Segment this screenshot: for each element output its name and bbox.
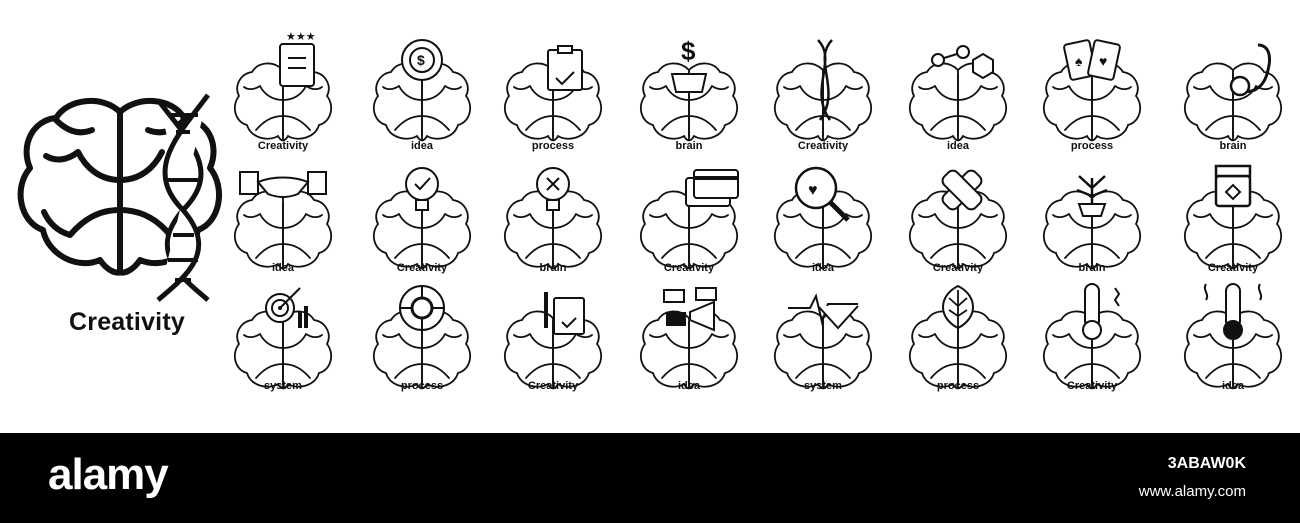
icon-cell: $ idea bbox=[357, 30, 487, 152]
icon-cell: Creativity bbox=[893, 158, 1023, 276]
hero-title: Creativity bbox=[69, 308, 185, 336]
icon-label: process bbox=[400, 380, 444, 392]
svg-text:$: $ bbox=[681, 36, 696, 66]
icon-cell: Creativity bbox=[488, 278, 618, 396]
icon-cell: process bbox=[357, 278, 487, 396]
icon-label: system bbox=[264, 380, 302, 392]
icon-label: idea bbox=[946, 140, 969, 152]
brain-thermometer-heat-icon bbox=[1183, 283, 1283, 390]
icon-label: idea bbox=[1221, 380, 1244, 392]
icon-label: Creativity bbox=[932, 262, 984, 274]
icon-label: process bbox=[936, 380, 980, 392]
icon-cell: ♥ idea bbox=[758, 158, 888, 276]
brain-leaf-sprout-icon bbox=[908, 284, 1008, 390]
brain-checklist-stars-icon: ★★★ bbox=[233, 31, 333, 142]
icon-label: brain bbox=[675, 140, 703, 152]
icon-label: Creativity bbox=[1066, 380, 1118, 392]
icon-cell: process bbox=[488, 30, 618, 152]
brain-megaphone-media-icon bbox=[639, 287, 739, 390]
brain-money-plant-icon: $ bbox=[639, 36, 739, 142]
alamy-logo: alamy bbox=[48, 450, 169, 499]
brain-gear-cycle-icon bbox=[372, 285, 472, 390]
icon-cell: Creativity bbox=[357, 158, 487, 276]
icon-label: brain bbox=[1078, 262, 1106, 274]
brain-playing-cards-icon: ♠♥ bbox=[1042, 39, 1142, 142]
icon-label: Creativity bbox=[527, 380, 579, 392]
icon-label: process bbox=[1070, 140, 1114, 152]
site-url: www.alamy.com bbox=[1138, 483, 1246, 500]
icon-label: Creativity bbox=[257, 140, 309, 152]
footer-bar: alamy 3ABAW0K www.alamy.com bbox=[0, 433, 1300, 523]
icon-cell: Creativity bbox=[758, 30, 888, 152]
svg-text:$: $ bbox=[417, 52, 425, 68]
brain-bulb-check-icon bbox=[372, 167, 472, 270]
svg-text:★★★: ★★★ bbox=[286, 31, 316, 43]
brain-cannabis-plant-icon bbox=[1042, 175, 1142, 270]
icon-cell: idea bbox=[218, 158, 348, 276]
svg-text:♠: ♠ bbox=[1075, 53, 1083, 69]
brain-certificate-pen-icon bbox=[503, 292, 603, 390]
icon-cell: system bbox=[218, 278, 348, 396]
icon-label: system bbox=[804, 380, 842, 392]
icon-cell: ♠♥process bbox=[1027, 30, 1157, 152]
icon-cell: Creativity bbox=[624, 158, 754, 276]
icon-cell: ★★★ Creativity bbox=[218, 30, 348, 152]
svg-text:♥: ♥ bbox=[1099, 53, 1107, 69]
icon-label: brain bbox=[1219, 140, 1247, 152]
icon-label: Creativity bbox=[797, 140, 849, 152]
icon-cell: idea bbox=[1168, 278, 1298, 396]
image-id: 3ABAW0K bbox=[1167, 455, 1246, 472]
icon-label: brain bbox=[539, 262, 567, 274]
icon-label: process bbox=[531, 140, 575, 152]
brain-target-chart-icon bbox=[233, 287, 333, 390]
icon-cell: system bbox=[758, 278, 888, 396]
icon-cell: $ brain bbox=[624, 30, 754, 152]
icon-label: Creativity bbox=[396, 262, 448, 274]
icon-cell: Creativity bbox=[1168, 158, 1298, 276]
brain-dna-icon bbox=[17, 93, 223, 302]
brain-stethoscope-icon bbox=[1183, 43, 1283, 142]
icon-label: Creativity bbox=[663, 262, 715, 274]
brain-ring-box-icon bbox=[1183, 164, 1283, 270]
brain-credit-cards-icon bbox=[639, 169, 739, 270]
icon-cell: brain bbox=[1027, 158, 1157, 276]
icon-cell: brain bbox=[1168, 30, 1298, 152]
brain-dollar-cycle-icon: $ bbox=[372, 39, 472, 142]
brain-heart-magnifier-icon: ♥ bbox=[773, 166, 873, 270]
icon-label: Creativity bbox=[1207, 262, 1259, 274]
brain-thermometer-spark-icon bbox=[1042, 283, 1142, 390]
brain-bulb-cross-icon bbox=[503, 167, 603, 270]
hero: Creativity bbox=[8, 60, 258, 350]
icon-cell: idea bbox=[624, 278, 754, 396]
icon-label: idea bbox=[271, 262, 294, 274]
brain-dna-icon bbox=[773, 39, 873, 142]
icon-cell: brain bbox=[488, 158, 618, 276]
brain-clipboard-check-icon bbox=[503, 45, 603, 142]
icon-label: idea bbox=[410, 140, 433, 152]
svg-text:♥: ♥ bbox=[808, 182, 818, 199]
icon-label: idea bbox=[677, 380, 700, 392]
icon-cell: idea bbox=[893, 30, 1023, 152]
icon-label: idea bbox=[811, 262, 834, 274]
brain-heartbeat-icon bbox=[773, 293, 873, 390]
icon-cell: process bbox=[893, 278, 1023, 396]
icon-cell: Creativity bbox=[1027, 278, 1157, 396]
brain-handshake-icon bbox=[233, 171, 333, 270]
brain-bandage-icon bbox=[908, 169, 1008, 270]
brain-molecule-icon bbox=[908, 45, 1008, 142]
